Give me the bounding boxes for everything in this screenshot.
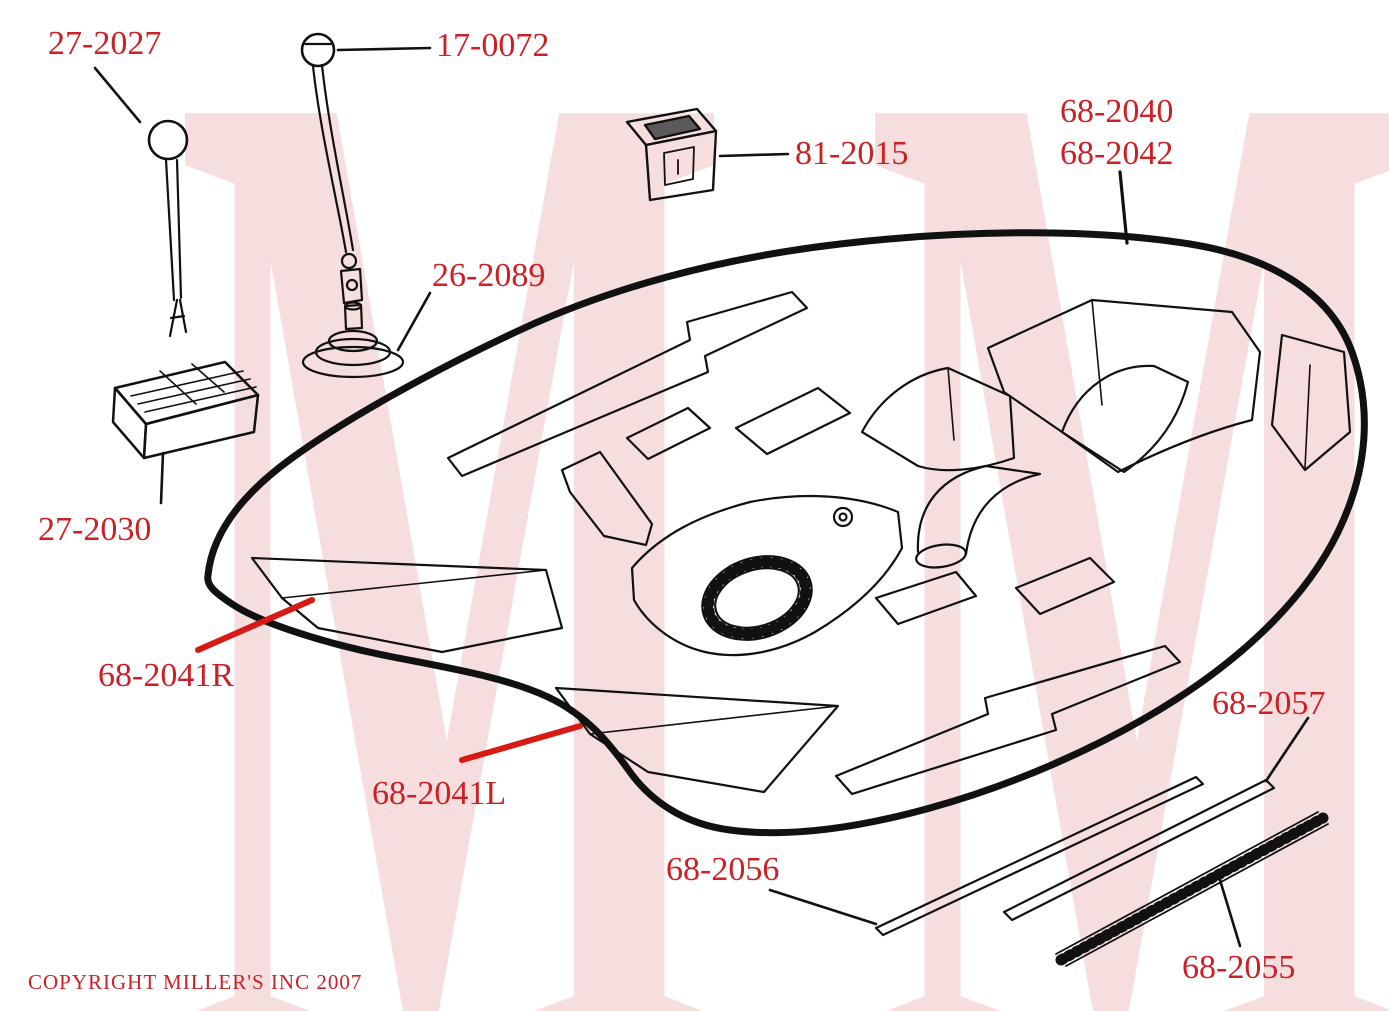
leader-68-2040 <box>1118 170 1129 245</box>
copyright-text: COPYRIGHT MILLER'S INC 2007 <box>28 970 363 994</box>
knob-stem-and-fork <box>164 158 188 338</box>
part-68-2041R-mat <box>250 556 564 654</box>
small-pad-3 <box>1014 556 1116 616</box>
leader-17-0072 <box>336 46 432 52</box>
part-label-68-2042: 68-2042 <box>1060 135 1174 172</box>
side-panel-right <box>1270 333 1352 472</box>
part-label-26-2089: 26-2089 <box>432 257 546 294</box>
part-label-68-2040: 68-2040 <box>1060 93 1174 130</box>
small-pad-4 <box>874 570 978 626</box>
tunnel-cover <box>630 494 904 657</box>
leader-68-2041R <box>195 597 315 653</box>
carpet-pieces <box>250 290 1352 796</box>
part-68-2057-strip <box>1002 778 1276 922</box>
leader-27-2030 <box>159 451 165 505</box>
lever-aperture-outer <box>701 555 813 641</box>
part-26-2089-boot <box>301 301 405 379</box>
riser-panel <box>860 366 1016 472</box>
rear-deck-panel <box>986 298 1262 474</box>
sill-strip-rear <box>834 644 1182 796</box>
small-pad-2 <box>734 386 852 456</box>
part-27-2030-unit <box>111 360 260 460</box>
part-27-2027-knob <box>147 119 189 161</box>
part-17-0072-gear-knob <box>300 32 336 68</box>
part-label-27-2030: 27-2030 <box>38 511 152 548</box>
part-68-2055-strip <box>1055 811 1329 967</box>
part-label-17-0072: 17-0072 <box>436 27 550 64</box>
leader-81-2015 <box>718 152 790 158</box>
wheel-arch-cover <box>1060 364 1190 474</box>
sill-strip-front <box>446 290 809 478</box>
small-pad-1 <box>625 406 712 461</box>
leader-27-2027 <box>93 66 142 124</box>
part-label-68-2041R: 68-2041R <box>98 657 234 694</box>
leader-68-2057 <box>1264 716 1310 783</box>
part-label-27-2027: 27-2027 <box>48 25 162 62</box>
part-label-68-2055: 68-2055 <box>1182 949 1296 986</box>
part-label-81-2015: 81-2015 <box>795 135 909 172</box>
leader-68-2055 <box>1218 878 1242 948</box>
narrow-panel <box>560 450 654 547</box>
tunnel-tube <box>916 464 1042 556</box>
part-81-2015-switch <box>625 107 718 202</box>
leader-26-2089 <box>396 291 432 352</box>
lever-aperture-hatch <box>702 556 812 640</box>
carpet-set-outline <box>204 229 1368 837</box>
leader-68-2056 <box>768 888 878 926</box>
part-label-68-2041L: 68-2041L <box>372 775 507 812</box>
gear-lever-shaft <box>311 63 364 305</box>
leader-lines <box>93 46 1310 948</box>
part-label-68-2057: 68-2057 <box>1212 685 1326 722</box>
lever-aperture-inner <box>714 567 800 629</box>
part-68-2041L-mat <box>554 686 840 794</box>
part-68-2056-strip <box>874 775 1205 937</box>
leader-68-2041L <box>459 723 583 763</box>
part-label-68-2056: 68-2056 <box>666 851 780 888</box>
